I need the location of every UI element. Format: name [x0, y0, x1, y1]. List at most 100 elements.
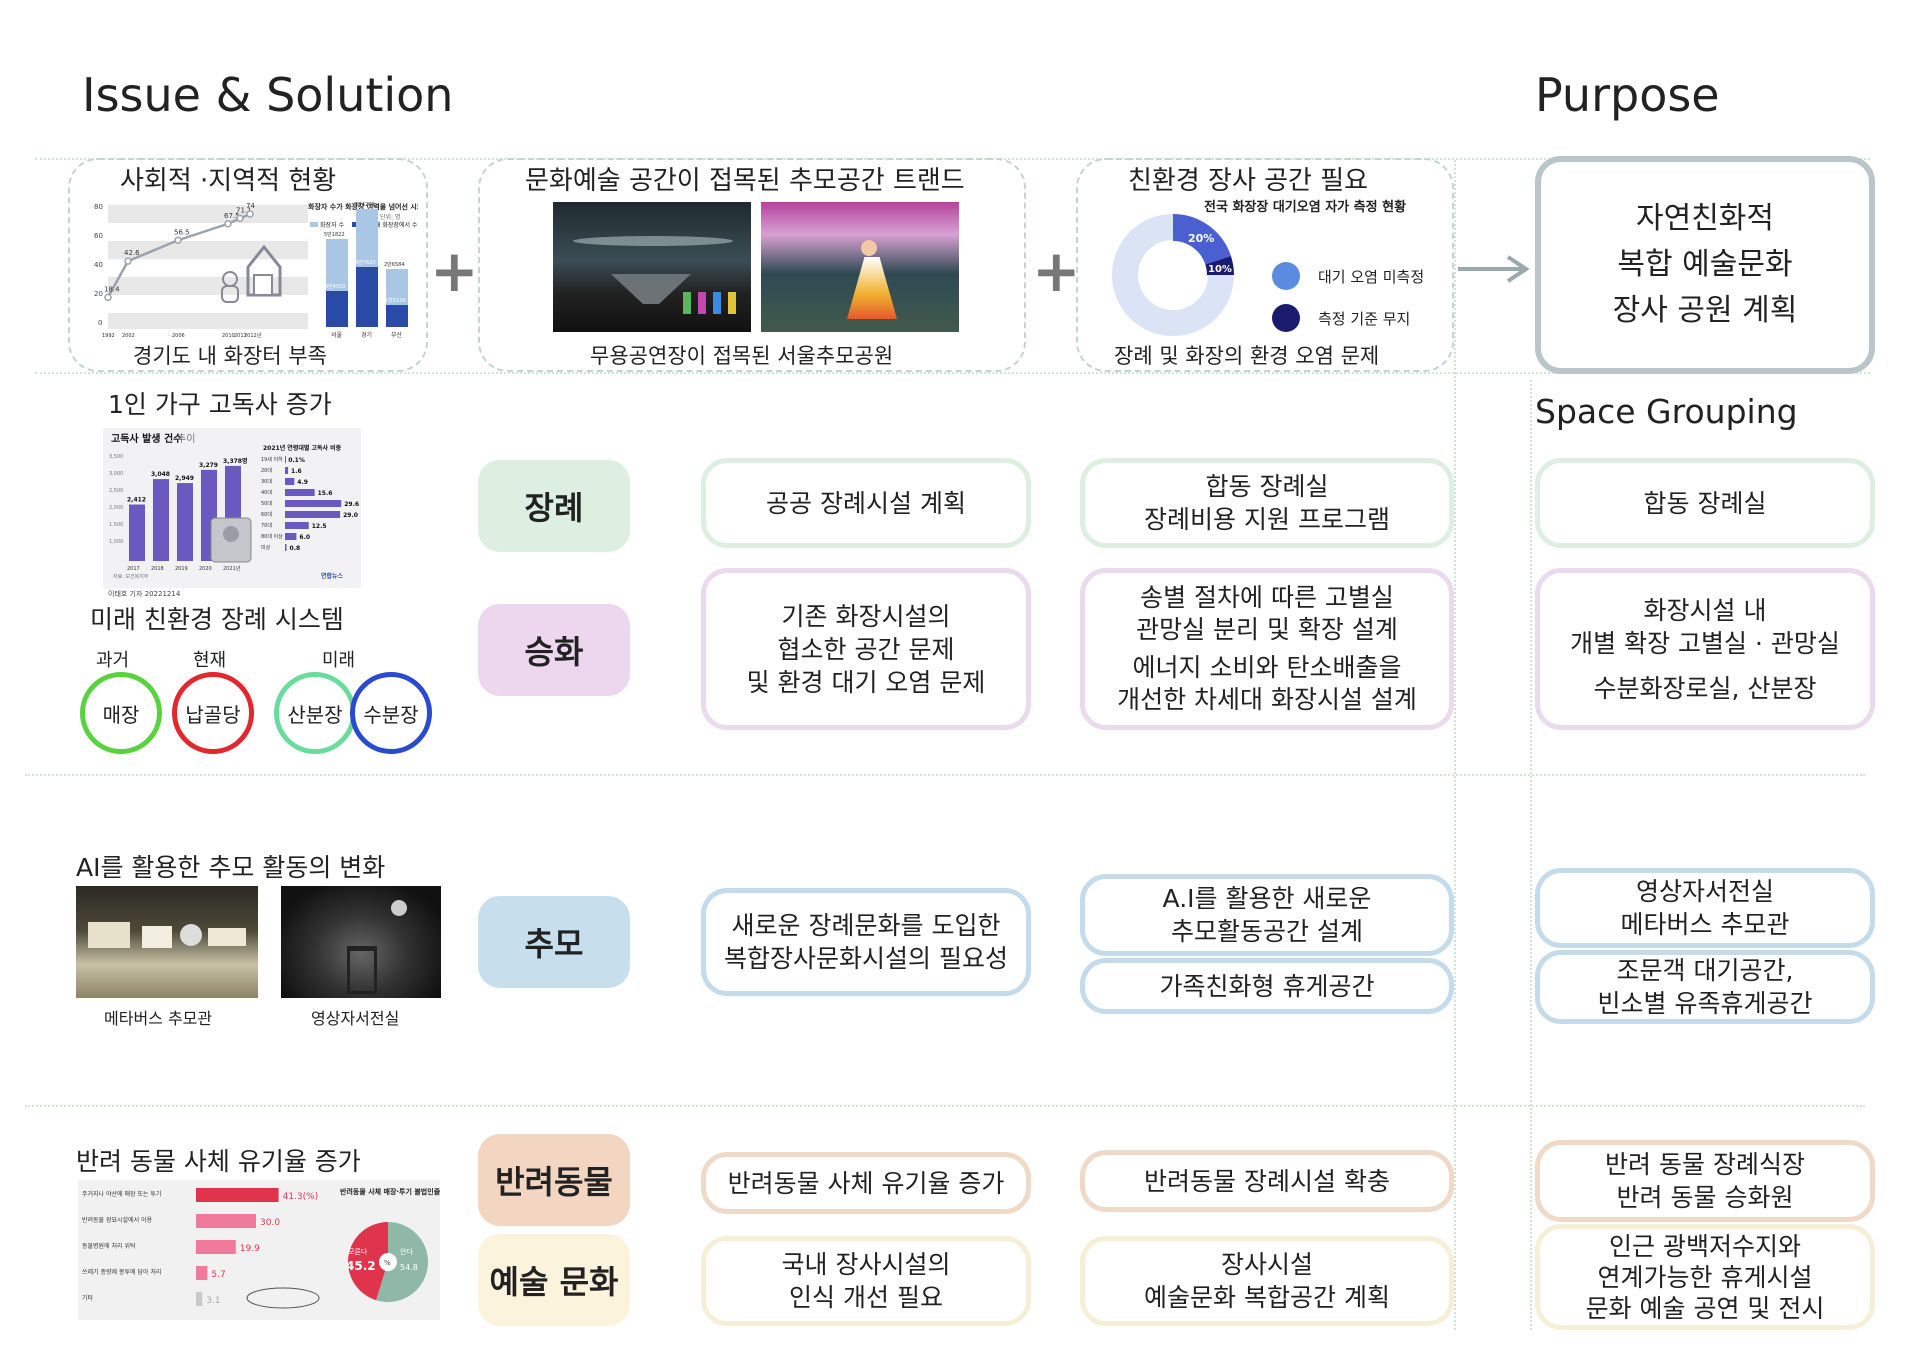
legend-dot-unmeasured: [1272, 262, 1300, 290]
bar-year: 2021년: [223, 565, 241, 572]
purpose-title: Purpose: [1535, 68, 1720, 122]
solution-line: 추모활동공간 설계: [1171, 917, 1363, 946]
bar: [196, 1292, 203, 1306]
point-label: 71.1: [236, 206, 252, 214]
solitary-chart-credit: 이태호 기자 20221214: [108, 590, 181, 598]
age-value: 29.6: [344, 501, 359, 508]
row-separator-2: [25, 774, 1865, 776]
solution-line: 반려동물 장례시설 확충: [1144, 1166, 1390, 1196]
issue-line: 협소한 공간 문제: [777, 634, 955, 664]
line-point: [174, 236, 182, 244]
age-bar: [285, 522, 309, 529]
bar: [196, 1188, 279, 1202]
age-bar: [285, 533, 297, 540]
solution-line: 합동 장례실: [1205, 472, 1329, 501]
water-burial-circle: 수분장: [350, 672, 432, 754]
bar-label: 주거지나 야산에 매장 또는 투기: [82, 1190, 161, 1198]
space-line: 메타버스 추모관: [1620, 910, 1790, 939]
y-tick: 0: [98, 319, 102, 327]
age-bar: [285, 489, 315, 496]
space-memorial-1: 영상자서전실 메타버스 추모관: [1535, 868, 1875, 948]
solitary-death-chart: 고독사 발생 건수 추이 2021년 연령대별 고독사 비중 3,5003,00…: [103, 428, 361, 588]
age-value: 0.8: [290, 545, 301, 552]
solution-line: 송별 절차에 따른 고별실: [1140, 583, 1394, 612]
label-past: 과거: [96, 650, 130, 671]
bar-year: 2017: [127, 566, 140, 572]
column-separator-1: [1454, 160, 1456, 1330]
pie-no-label: 모른다: [348, 1247, 368, 1256]
metaverse-caption: 메타버스 추모관: [104, 1009, 213, 1028]
crematorium-chart: 80 60 40 20 0 18.4199242.6200256.5200667…: [94, 201, 418, 339]
issue-line: 공공 장례시설 계획: [766, 488, 966, 518]
bar: [196, 1214, 256, 1228]
space-grouping-title: Space Grouping: [1535, 392, 1798, 431]
performance-hall-photo: [553, 202, 751, 332]
y-tick: 3,500: [109, 454, 123, 460]
line-point: [124, 257, 132, 265]
scattering-circle: 산분장: [274, 672, 356, 754]
solution-line: 개선한 차세대 화장시설 설계: [1117, 685, 1417, 714]
social-status-card: [68, 158, 428, 372]
issue-line: 새로운 장례문화를 도입한: [731, 911, 1001, 940]
pie-yes-value: 54.8: [400, 1263, 418, 1272]
legend-item: 지역 내 화장장에서 수용 가능 규모: [362, 221, 418, 229]
bar-label: 동물병원에 처리 위탁: [82, 1242, 136, 1250]
age-bar: [285, 544, 287, 551]
x-tick: 2010: [222, 333, 235, 339]
purpose-card: 자연친화적 복합 예술문화 장사 공원 계획: [1535, 156, 1875, 374]
x-tick: 2002: [122, 333, 135, 339]
legend-dot-unaware: [1272, 304, 1300, 332]
age-label: 60대: [261, 511, 272, 518]
solitary-bars: 2,41220173,04820182,94920193,27920203,37…: [127, 457, 248, 572]
age-label: 70대: [261, 522, 272, 529]
issue-line: 반려동물 사체 유기율 증가: [727, 1168, 1005, 1198]
age-value: 1.6: [291, 468, 302, 475]
pet-abandonment-title: 반려 동물 사체 유기율 증가: [76, 1147, 361, 1176]
video-autobiography-caption: 영상자서전실: [311, 1009, 400, 1028]
label-present: 현재: [193, 650, 227, 671]
future-funeral-title: 미래 친환경 장례 시스템: [90, 605, 344, 634]
age-value: 12.5: [312, 523, 327, 530]
legend-unmeasured: 대기 오염 미측정: [1318, 268, 1425, 286]
pie-yes-label: 안다: [400, 1247, 413, 1256]
x-tick: 2006: [172, 333, 185, 339]
space-art-culture: 인근 광백저수지와 연계가능한 휴게시설 문화 예술 공연 및 전시: [1535, 1224, 1875, 1330]
x-tick: 2012년: [244, 332, 262, 339]
x-tick: 1992: [102, 333, 115, 339]
purpose-line: 장사 공원 계획: [1612, 293, 1798, 328]
columbarium-circle: 납골당: [172, 672, 254, 754]
donut-label-10: 10%: [1208, 264, 1232, 275]
solution-sublimation: 송별 절차에 따른 고별실 관망실 분리 및 확장 설계 에너지 소비와 탄소배…: [1080, 568, 1454, 730]
bar-label: 반려동물 장묘시설에서 이용: [82, 1216, 153, 1224]
age-label: 미상: [261, 544, 271, 551]
space-memorial-2: 조문객 대기공간, 빈소별 유족휴게공간: [1535, 950, 1875, 1024]
bar-label: 부산: [391, 331, 403, 339]
eco-card: [1076, 158, 1454, 372]
side-title: 2021년 연령대별 고독사 비중: [263, 444, 342, 452]
solution-line: 에너지 소비와 탄소배출을: [1132, 653, 1402, 682]
eco-chart-title: 전국 화장장 대기오염 자가 측정 현황: [1204, 200, 1407, 215]
pollution-donut-chart: 20% 10%: [1112, 214, 1234, 336]
bar-value: 2,949: [175, 475, 194, 482]
space-line: 빈소별 유족휴게공간: [1597, 989, 1813, 1018]
bar: [153, 479, 169, 561]
eco-title: 친환경 장사 공간 필요: [1128, 166, 1369, 196]
issue-line: 복합장사문화시설의 필요성: [724, 944, 1008, 973]
video-autobiography-photo: [281, 886, 441, 998]
space-line: 합동 장례실: [1643, 488, 1767, 518]
age-value: 4.9: [297, 479, 308, 486]
point-label: 42.6: [124, 249, 140, 257]
trend-card: [478, 158, 1026, 372]
bar-label: 기타: [82, 1294, 94, 1302]
burial-circle: 매장: [80, 672, 162, 754]
bar-value: 3,279: [199, 462, 218, 469]
line-point: [104, 293, 112, 302]
bar-cremation: [356, 267, 378, 327]
chart-title: 고독사 발생 건수: [111, 432, 182, 445]
point-label: 74: [246, 202, 255, 210]
ai-memorial-title: AI를 활용한 추모 활동의 변화: [76, 853, 386, 882]
cremation-rate-line: 18.4199242.6200256.5200667.5201071.12011…: [102, 202, 262, 339]
solution-funeral: 합동 장례실 장례비용 지원 프로그램: [1080, 458, 1454, 548]
